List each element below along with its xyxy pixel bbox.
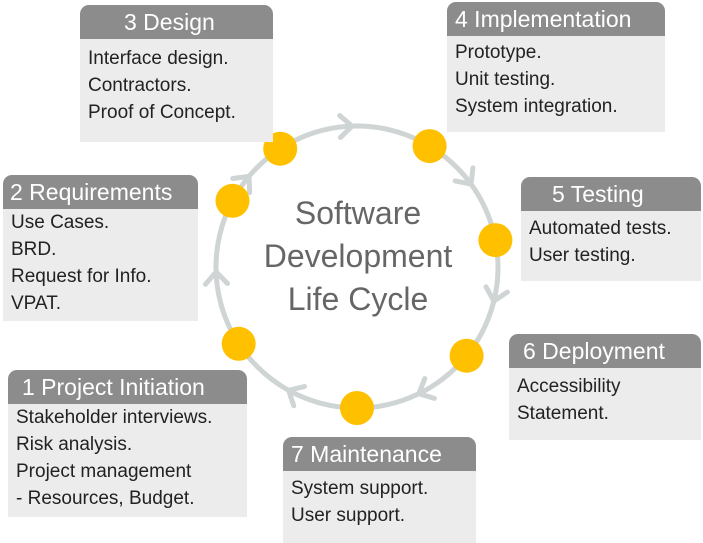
phase-header: 7 Maintenance — [283, 437, 476, 471]
phase-header: 3 Design — [80, 5, 273, 39]
cycle-arrowhead — [230, 173, 253, 196]
title-line: Software — [294, 195, 422, 231]
phase-item: System support. — [291, 478, 429, 499]
phase-header: 5 Testing — [521, 177, 701, 211]
phase-title: 2 Requirements — [10, 179, 173, 205]
phase-item: - Resources, Budget. — [16, 488, 195, 509]
phase-body: System support. User support. — [283, 471, 476, 543]
cycle-arrowhead — [452, 165, 476, 187]
title-line: Life Cycle — [287, 281, 429, 317]
phase-item: BRD. — [11, 239, 57, 260]
phase-item: Use Cases. — [11, 212, 110, 233]
phase-item: Unit testing. — [455, 69, 556, 90]
phase-item: Prototype. — [455, 42, 542, 63]
phase-item: Statement. — [517, 403, 609, 424]
cycle-arrowhead — [337, 113, 355, 140]
cycle-arrowhead — [416, 376, 437, 401]
phase-header: 4 Implementation — [447, 2, 665, 36]
phase-dot — [221, 326, 256, 361]
cycle-arrowhead — [203, 269, 230, 287]
phase-dot — [478, 223, 513, 258]
phase-header: 2 Requirements — [3, 175, 198, 209]
phase-dot — [215, 183, 250, 218]
phase-title: 7 Maintenance — [291, 441, 442, 467]
phase-item: VPAT. — [11, 293, 61, 314]
phase-header: 6 Deployment — [509, 334, 701, 368]
diagram-title: Software Development Life Cycle — [238, 192, 478, 321]
phase-dot — [340, 391, 374, 425]
phase-body: Interface design. Contractors. Proof of … — [80, 39, 273, 142]
phase-body: Automated tests. User testing. — [521, 211, 701, 281]
phase-title: 4 Implementation — [455, 6, 632, 32]
phase-body: Prototype. Unit testing. System integrat… — [447, 36, 665, 132]
cycle-arrowhead — [483, 284, 510, 304]
phase-title: 5 Testing — [552, 181, 644, 207]
phase-item: Proof of Concept. — [88, 102, 236, 123]
phase-item: Request for Info. — [11, 266, 152, 287]
cycle-arrowhead — [286, 384, 307, 409]
phase-item: Automated tests. — [529, 218, 672, 239]
phase-item: Risk analysis. — [16, 434, 133, 455]
phase-item: Project management — [16, 461, 192, 482]
phase-item: Interface design. — [88, 48, 229, 69]
title-line: Development — [263, 238, 453, 274]
phase-item: User testing. — [529, 245, 636, 266]
phase-item: Stakeholder interviews. — [16, 407, 213, 428]
phase-title: 6 Deployment — [523, 338, 665, 364]
phase-item: User support. — [291, 505, 406, 526]
phase-header: 1 Project Initiation — [8, 370, 247, 404]
phase-dot — [449, 338, 484, 373]
phase-title: 1 Project Initiation — [22, 374, 205, 400]
phase-body: Stakeholder interviews. Risk analysis. P… — [8, 404, 247, 517]
phase-item: Accessibility — [517, 376, 621, 397]
phase-dot — [412, 129, 447, 164]
cycle-dots — [215, 129, 513, 425]
phase-item: System integration. — [455, 96, 618, 117]
phase-body: Accessibility Statement. — [509, 368, 701, 440]
phase-body: Use Cases. BRD. Request for Info. VPAT. — [3, 209, 198, 321]
phase-item: Contractors. — [88, 75, 192, 96]
phase-title: 3 Design — [124, 9, 215, 35]
cycle-arrows — [203, 113, 510, 409]
